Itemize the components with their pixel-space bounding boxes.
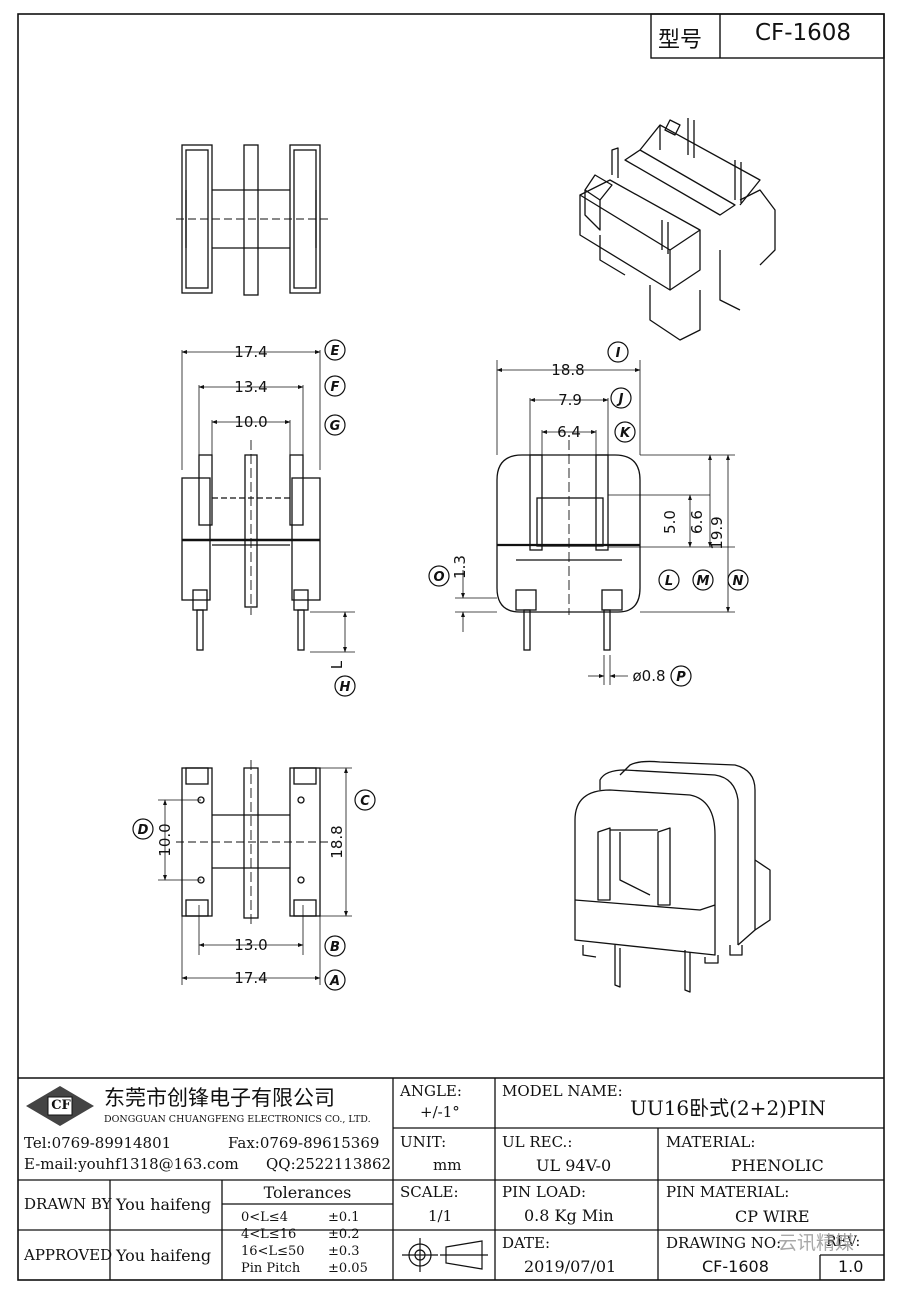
dim-O-label: 1.3 (451, 555, 469, 579)
marker-K: K (620, 426, 631, 441)
dim-F-label: 13.4 (234, 378, 267, 396)
tolerance-ranges: 0<L≤4 4<L≤16 16<L≤50 Pin Pitch (241, 1209, 305, 1277)
projection-symbol-icon (402, 1238, 488, 1272)
dim-A-label: 17.4 (234, 969, 267, 987)
scale-value: 1/1 (428, 1207, 453, 1225)
dim-C-label: 18.8 (328, 825, 346, 858)
company-tel: Tel:0769-89914801 (24, 1134, 172, 1152)
marker-letters: E F G I J K L M N O P H C D B A (138, 344, 744, 989)
marker-D: D (138, 823, 149, 838)
tolerance-range-2: 4<L≤16 (241, 1227, 297, 1242)
isometric-view-bottom (574, 760, 771, 993)
marker-J: J (616, 392, 624, 407)
dim-I-label: 18.8 (551, 361, 584, 379)
date-label: DATE: (502, 1234, 551, 1252)
drawn-by-value: You haifeng (116, 1195, 212, 1214)
dim-E-label: 17.4 (234, 343, 267, 361)
dim-N-label: 19.9 (708, 516, 726, 549)
dim-J-label: 7.9 (558, 391, 582, 409)
logo-text: CF (51, 1098, 71, 1113)
bottom-view (158, 760, 352, 985)
pin-material-value: CP WIRE (735, 1207, 810, 1226)
unit-value: mm (433, 1156, 462, 1174)
marker-H: H (340, 680, 351, 695)
dim-L-label: 5.0 (661, 510, 679, 534)
header-model-label: 型号 (658, 28, 703, 53)
tolerance-value-4: ±0.05 (328, 1261, 368, 1276)
front-view (181, 350, 355, 653)
ul-rec-label: UL REC.: (502, 1133, 573, 1151)
dim-H-label: L (328, 660, 346, 669)
material-value: PHENOLIC (731, 1156, 824, 1175)
dim-B-label: 13.0 (234, 936, 267, 954)
marker-E: E (331, 344, 340, 359)
dim-D-label: 10.0 (156, 823, 174, 856)
drawing-no-label: DRAWING NO: (666, 1234, 782, 1252)
pin-load-label: PIN LOAD: (502, 1183, 587, 1201)
marker-L: L (665, 574, 673, 589)
dimension-labels: 17.4 13.4 10.0 18.8 7.9 6.4 5.0 6.6 19.9… (156, 343, 726, 987)
scale-label: SCALE: (400, 1183, 459, 1201)
company-fax: Fax:0769-89615369 (228, 1134, 380, 1152)
company-name-en: DONGGUAN CHUANGFENG ELECTRONICS CO., LTD… (104, 1114, 371, 1125)
ul-rec-value: UL 94V-0 (536, 1156, 612, 1175)
marker-O: O (433, 570, 444, 585)
angle-label: ANGLE: (400, 1082, 462, 1100)
isometric-view-top (579, 118, 776, 341)
marker-M: M (697, 574, 710, 589)
tolerance-value-2: ±0.2 (328, 1227, 360, 1242)
header-model-box (650, 13, 885, 59)
approved-value: You haifeng (116, 1246, 212, 1265)
marker-A: A (329, 974, 340, 989)
rev-value: 1.0 (838, 1257, 864, 1276)
material-label: MATERIAL: (666, 1133, 756, 1151)
model-name-value: UU16卧式(2+2)PIN (630, 1096, 826, 1120)
tolerance-range-4: Pin Pitch (241, 1261, 301, 1276)
model-name-label: MODEL NAME: (502, 1082, 623, 1100)
marker-I: I (616, 346, 621, 361)
marker-G: G (330, 419, 341, 434)
marker-C: C (360, 794, 370, 809)
drawn-by-label: DRAWN BY (24, 1195, 112, 1213)
company-name-cn: 东莞市创锋电子有限公司 (104, 1086, 335, 1110)
sheet-border (17, 13, 885, 1281)
title-block-grid (18, 1078, 884, 1280)
marker-N: N (733, 574, 744, 589)
tolerances-title: Tolerances (263, 1183, 352, 1202)
tolerance-value-1: ±0.1 (328, 1210, 360, 1225)
watermark: 云讯精媒 (778, 1232, 855, 1254)
angle-value: +/-1° (420, 1103, 460, 1121)
dim-G-label: 10.0 (234, 413, 267, 431)
tolerance-values: ±0.1 ±0.2 ±0.3 ±0.05 (328, 1209, 368, 1277)
dim-P-label: ø0.8 (632, 667, 665, 685)
side-view (455, 360, 735, 685)
tolerance-range-3: 16<L≤50 (241, 1244, 305, 1259)
unit-label: UNIT: (400, 1133, 447, 1151)
marker-F: F (331, 380, 340, 395)
pin-material-label: PIN MATERIAL: (666, 1183, 790, 1201)
approved-label: APPROVED (24, 1246, 113, 1264)
dim-M-label: 6.6 (688, 510, 706, 534)
top-view (176, 144, 330, 296)
tolerance-value-3: ±0.3 (328, 1244, 360, 1259)
tolerance-range-1: 0<L≤4 (241, 1210, 288, 1225)
company-email: E-mail:youhf1318@163.com (24, 1155, 239, 1173)
cf-logo (26, 1086, 94, 1126)
drawing-no-value: CF-1608 (702, 1257, 769, 1276)
dimension-markers (132, 339, 749, 991)
rev-label: REV: (826, 1234, 861, 1250)
marker-B: B (330, 940, 340, 955)
dim-K-label: 6.4 (557, 423, 581, 441)
company-qq: QQ:2522113862 (266, 1155, 392, 1173)
pin-load-value: 0.8 Kg Min (524, 1206, 614, 1225)
header-model-value: CF-1608 (754, 20, 852, 46)
marker-P: P (676, 670, 686, 685)
date-value: 2019/07/01 (524, 1257, 617, 1276)
